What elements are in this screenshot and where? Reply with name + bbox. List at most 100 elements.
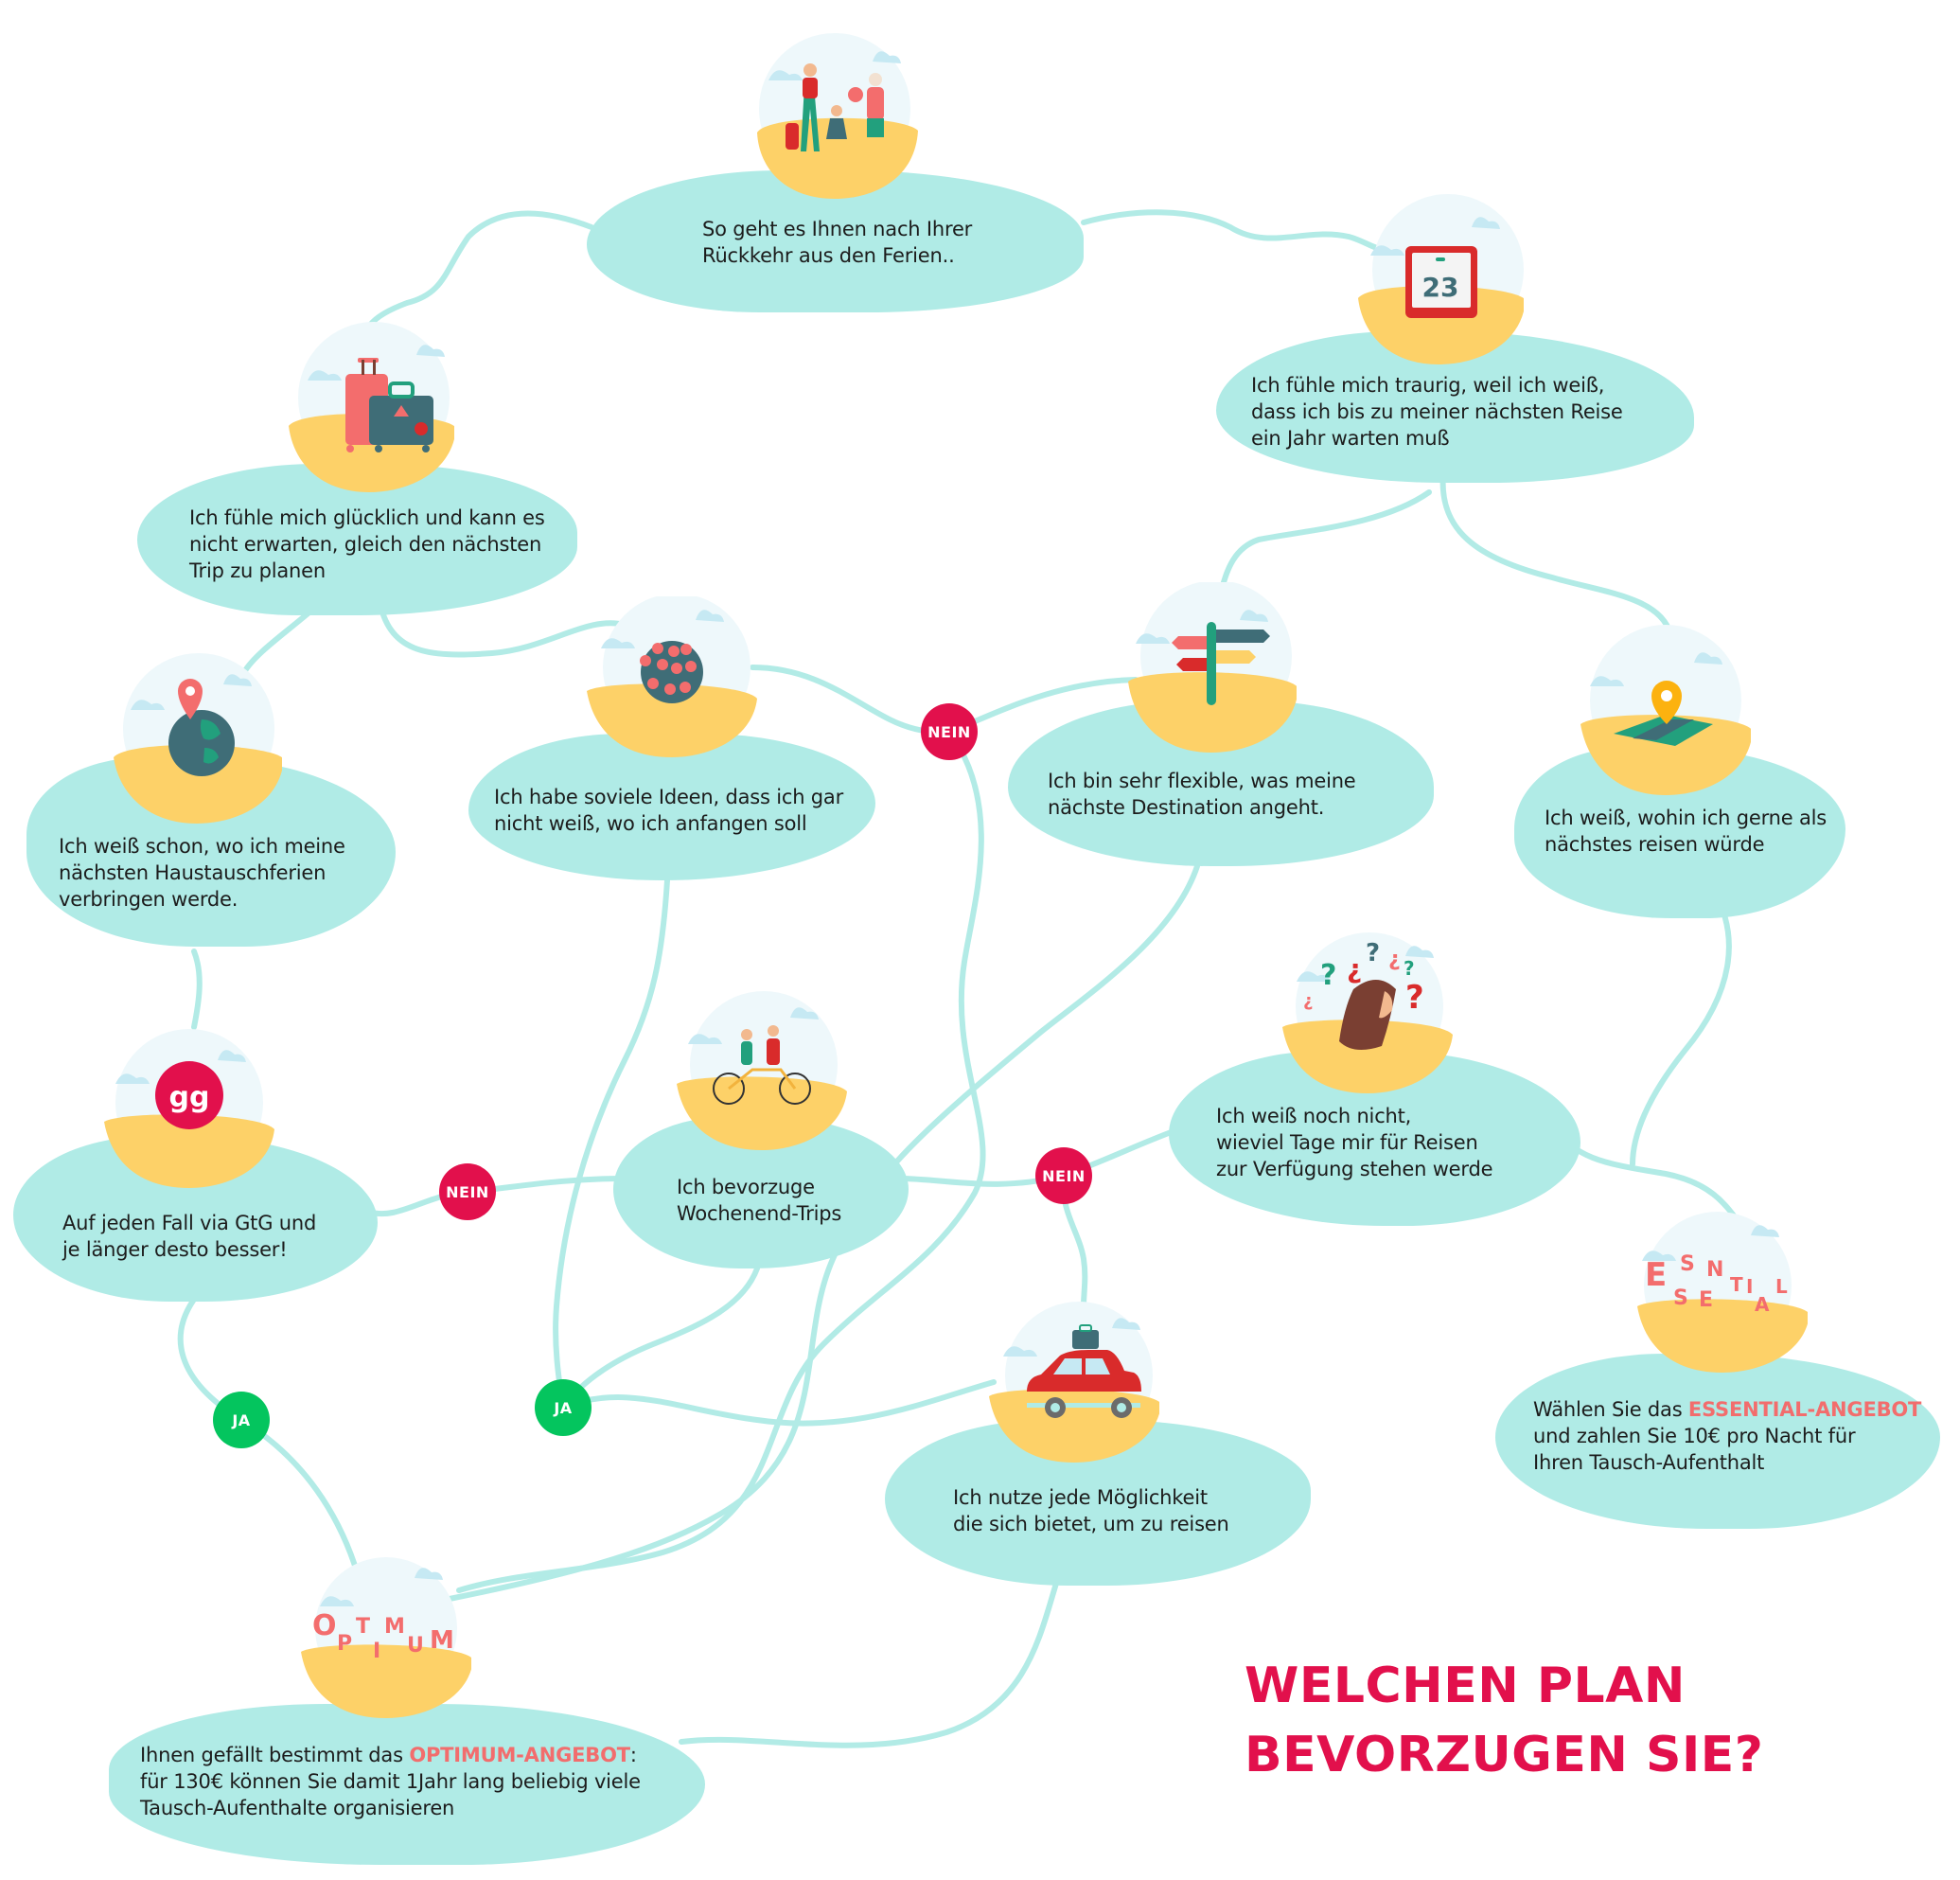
node-line: Ich weiß, wohin ich gerne als — [1545, 807, 1828, 829]
node-line: und zahlen Sie 10€ pro Nacht für — [1533, 1425, 1856, 1447]
svg-text:¿: ¿ — [1303, 991, 1313, 1011]
map-pin-icon — [1580, 625, 1751, 795]
link-start-sad — [1081, 209, 1394, 253]
nein-badge: NEIN — [1035, 1147, 1092, 1204]
question-marks-woman-icon: ? ¿ ? ¿ ? ? ¿ — [1282, 932, 1453, 1093]
node-line: Ich bin sehr flexible, was meine — [1048, 770, 1356, 792]
svg-text:¿: ¿ — [1347, 953, 1362, 984]
svg-text:M: M — [384, 1615, 405, 1639]
svg-text:S: S — [1680, 1252, 1695, 1276]
node-line: dass ich bis zu meiner nächsten Reise — [1251, 400, 1623, 423]
node-text-start: So geht es Ihnen nach Ihrer Rückkehr aus… — [702, 216, 972, 269]
node-text-sad: Ich fühle mich traurig, weil ich weiß, d… — [1251, 372, 1623, 452]
signpost-icon — [1128, 582, 1297, 753]
svg-text:U: U — [407, 1634, 424, 1658]
page-title: WELCHEN PLAN BEVORZUGEN SIE? — [1245, 1652, 1763, 1790]
node-text-many-ideas: Ich habe soviele Ideen, dass ich gar nic… — [494, 784, 843, 837]
node-line: Ihren Tausch-Aufenthalt — [1533, 1451, 1765, 1474]
node-text-know-where: Ich weiß schon, wo ich meine nächsten Ha… — [59, 833, 345, 913]
svg-text:E: E — [1699, 1288, 1713, 1312]
title-line-2: BEVORZUGEN SIE? — [1245, 1727, 1764, 1783]
node-text-optimum: Ihnen gefällt bestimmt das OPTIMUM-ANGEB… — [140, 1742, 641, 1821]
node-text-essential: Wählen Sie das ESSENTIAL-ANGEBOT und zah… — [1533, 1396, 1921, 1476]
node-line: nicht weiß, wo ich anfangen soll — [494, 812, 807, 835]
node-line: Rückkehr aus den Ferien.. — [702, 244, 955, 267]
optimum-letters-icon: O P T I M U M — [301, 1557, 471, 1718]
svg-text:I: I — [1746, 1275, 1753, 1298]
svg-text:?: ? — [1405, 979, 1424, 1017]
node-text-happy: Ich fühle mich glücklich und kann es nic… — [189, 505, 545, 584]
link-knowwhere-gtg — [191, 949, 203, 1030]
node-line: die sich bietet, um zu reisen — [953, 1513, 1229, 1535]
node-line: nächstes reisen würde — [1545, 833, 1765, 856]
essential-letters-icon: E S S E N T I A L — [1637, 1212, 1808, 1373]
link-sad-flexible — [1218, 489, 1432, 594]
node-line: für 130€ können Sie damit 1Jahr lang bel… — [140, 1770, 641, 1793]
node-blob-optimum — [109, 1704, 705, 1865]
link-unsure-essential — [1549, 1119, 1744, 1229]
gtg-logo-text: gg — [169, 1081, 210, 1114]
svg-text:T: T — [356, 1615, 370, 1639]
link-ja2-everychance — [560, 1379, 997, 1427]
svg-text:E: E — [1645, 1256, 1667, 1294]
node-line: nicht erwarten, gleich den nächsten — [189, 533, 542, 556]
node-line: Wählen Sie das ESSENTIAL-ANGEBOT — [1533, 1396, 1921, 1423]
node-text-gtg: Auf jeden Fall via GtG und je länger des… — [62, 1210, 316, 1263]
svg-text:A: A — [1755, 1293, 1770, 1316]
family-travel-icon — [757, 33, 918, 199]
svg-text:?: ? — [1404, 957, 1415, 980]
essential-offer-highlight: ESSENTIAL-ANGEBOT — [1687, 1398, 1922, 1421]
node-line: ein Jahr warten muß — [1251, 427, 1450, 450]
optimum-post-text: : — [629, 1744, 637, 1766]
calendar-day: 23 — [1422, 272, 1459, 303]
link-knowdest-essential — [1630, 887, 1732, 1167]
node-line: So geht es Ihnen nach Ihrer — [702, 218, 973, 240]
optimum-offer-highlight: OPTIMUM-ANGEBOT — [409, 1744, 630, 1766]
link-nein1-optimum — [456, 729, 986, 1593]
node-line: nächsten Haustauschferien — [59, 861, 327, 884]
svg-text:¿: ¿ — [1388, 948, 1401, 971]
suitcases-icon — [289, 322, 454, 492]
link-everychance-optimum — [679, 1569, 1063, 1748]
link-weekend-ja2 — [560, 1266, 760, 1410]
node-line: wieviel Tage mir für Reisen — [1216, 1131, 1478, 1154]
ja-badge: JA — [213, 1392, 270, 1448]
svg-text:?: ? — [1320, 959, 1336, 992]
link-manyideas-ja2 — [553, 878, 670, 1410]
link-sad-knowdest — [1439, 470, 1673, 637]
node-text-weekend: Ich bevorzuge Wochenend-Trips — [677, 1174, 841, 1227]
node-line: Ihnen gefällt bestimmt das OPTIMUM-ANGEB… — [140, 1742, 641, 1768]
nein-badge: NEIN — [921, 703, 978, 760]
node-blob-essential — [1495, 1354, 1940, 1529]
ja-badge: JA — [535, 1379, 592, 1436]
optimum-pre-text: Ihnen gefällt bestimmt das — [140, 1744, 410, 1766]
globe-pin-icon — [114, 653, 282, 824]
svg-text:M: M — [430, 1626, 454, 1655]
node-line: nächste Destination angeht. — [1048, 796, 1325, 819]
node-line: Ich fühle mich traurig, weil ich weiß, — [1251, 374, 1605, 397]
node-line: je länger desto besser! — [62, 1238, 288, 1261]
node-text-flexible: Ich bin sehr flexible, was meine nächste… — [1048, 768, 1356, 821]
essential-pre-text: Wählen Sie das — [1533, 1398, 1688, 1421]
calendar-icon: 23 — [1358, 194, 1524, 364]
svg-text:L: L — [1775, 1275, 1788, 1298]
link-start-happy — [362, 210, 594, 353]
svg-text:?: ? — [1366, 939, 1380, 967]
node-line: Trip zu planen — [189, 559, 326, 582]
node-line: zur Verfügung stehen werde — [1216, 1158, 1493, 1180]
node-line: Ich weiß noch nicht, — [1216, 1105, 1412, 1127]
nein-badge: NEIN — [439, 1163, 496, 1220]
node-line: Wochenend-Trips — [677, 1202, 842, 1225]
node-text-every-chance: Ich nutze jede Möglichkeit die sich biet… — [953, 1484, 1229, 1537]
svg-text:O: O — [312, 1609, 337, 1642]
node-line: Auf jeden Fall via GtG und — [62, 1212, 317, 1234]
svg-text:S: S — [1673, 1286, 1688, 1310]
node-line: Ich fühle mich glücklich und kann es — [189, 506, 545, 529]
svg-text:N: N — [1706, 1258, 1723, 1282]
node-line: verbringen werde. — [59, 888, 238, 911]
node-line: Ich weiß schon, wo ich meine — [59, 835, 345, 858]
svg-text:P: P — [337, 1632, 352, 1656]
node-text-know-destination: Ich weiß, wohin ich gerne als nächstes r… — [1545, 805, 1827, 858]
